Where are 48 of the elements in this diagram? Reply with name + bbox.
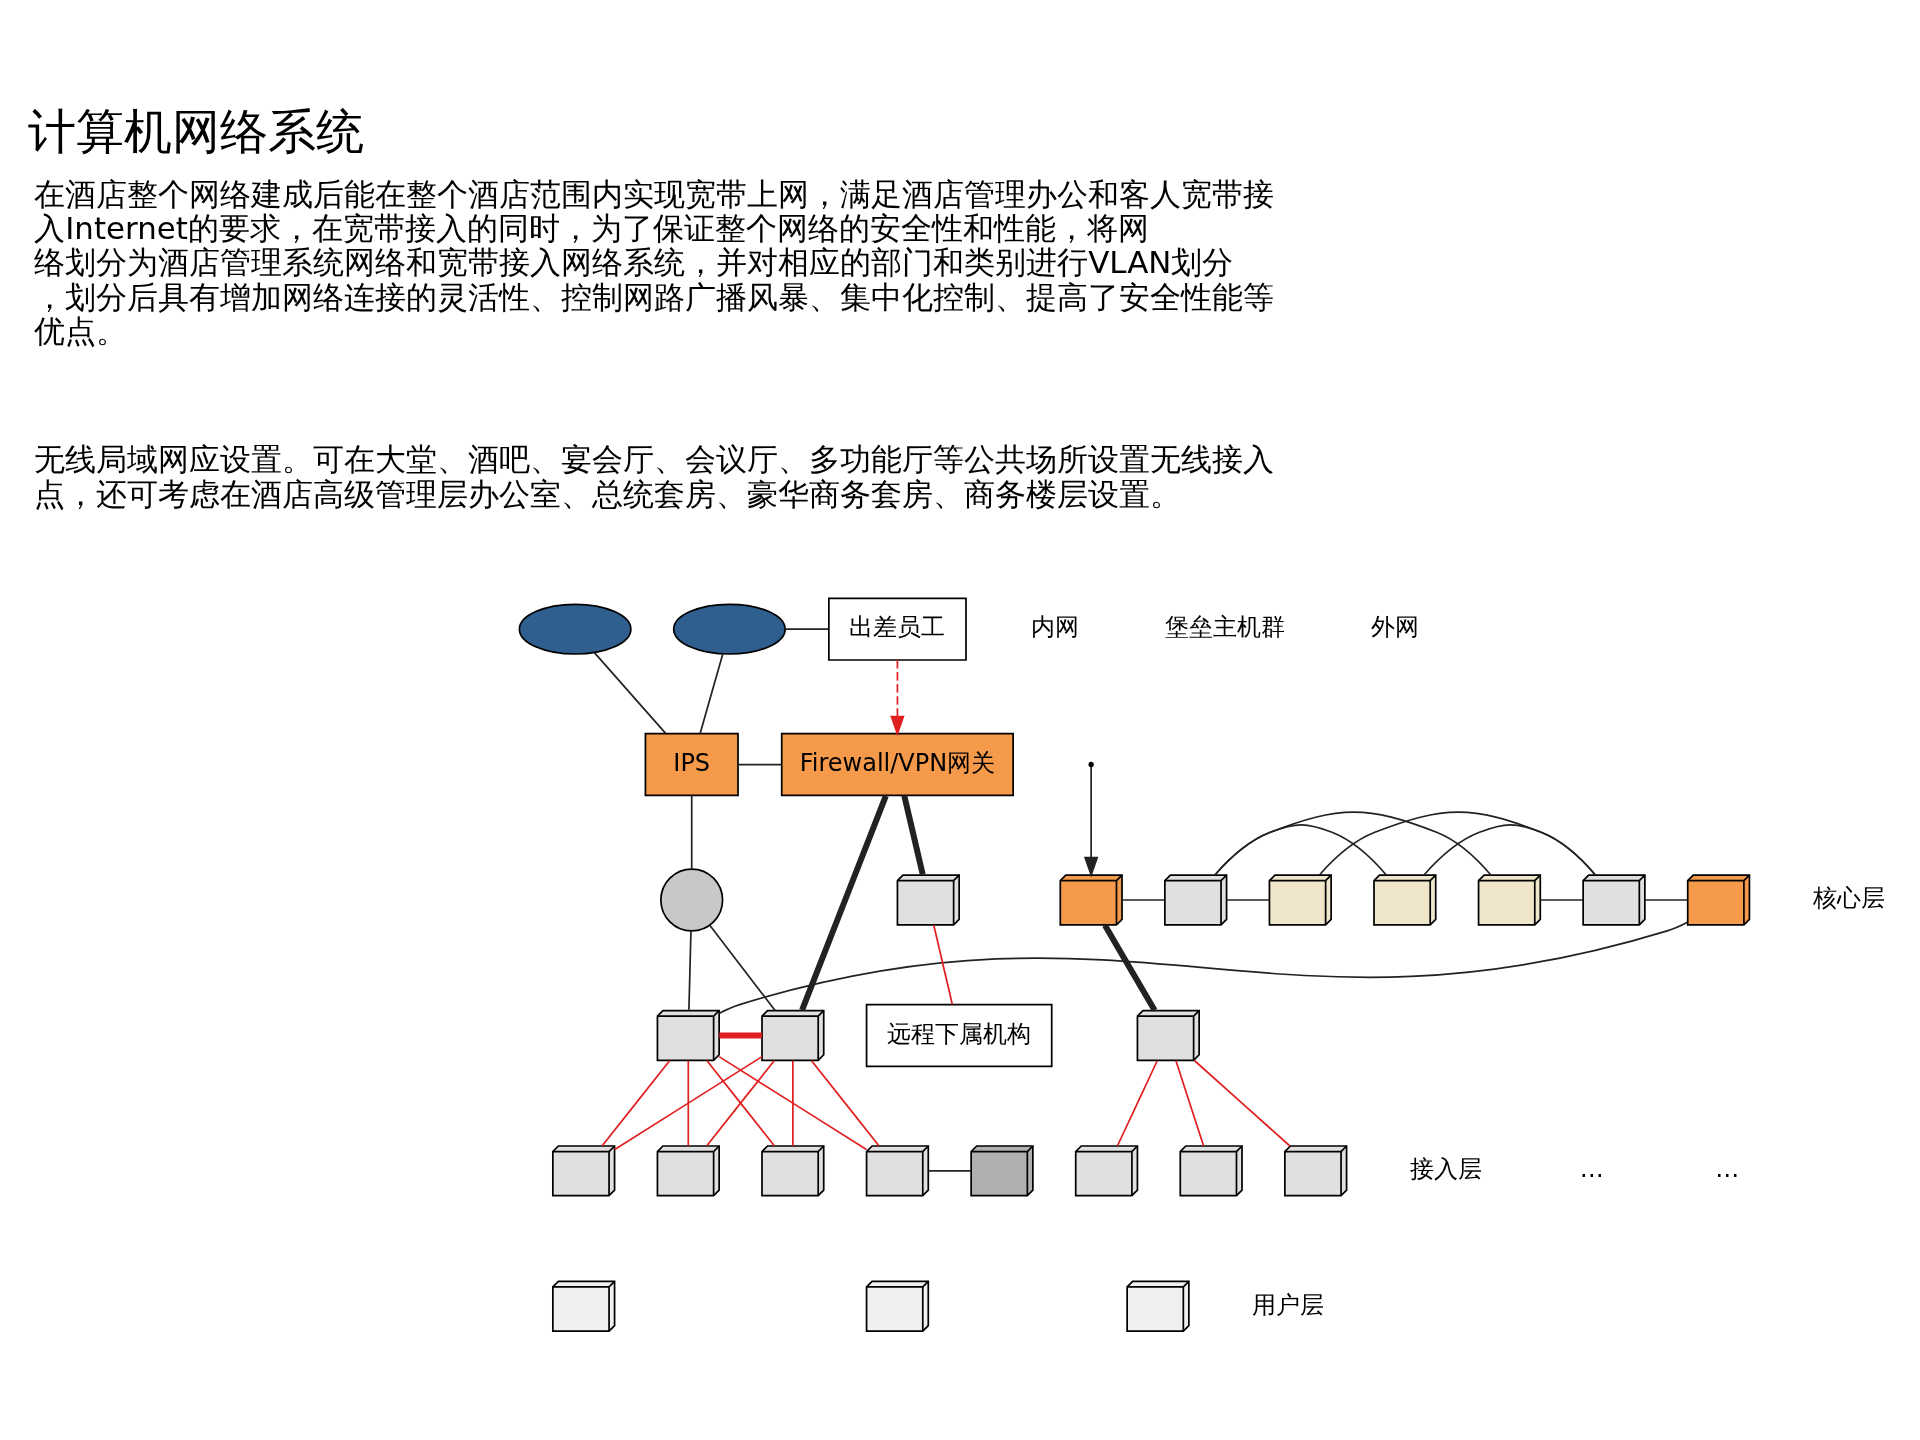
label: 接入层: [1410, 1155, 1482, 1184]
connector: [1539, 899, 1584, 901]
connector: [1214, 823, 1388, 876]
connector: [927, 1170, 972, 1172]
connector: [1193, 1059, 1291, 1147]
label: 外网: [1370, 613, 1419, 642]
connector: [719, 1032, 762, 1039]
label: …: [1715, 1155, 1740, 1184]
connector: [1214, 811, 1492, 876]
connector: [1102, 923, 1158, 1012]
node-cloud: [518, 603, 632, 655]
connector: [1225, 899, 1271, 901]
label: 用户层: [1252, 1290, 1325, 1319]
connector: [1175, 1059, 1205, 1147]
label: 无线局域网应设置。可在大堂、酒吧、宴会厅、会议厅、多功能厅等公共场所设置无线接入点，还可考虑在酒店高级管理层办公室、总统套房、豪华商务套房、商务楼层设置。: [34, 441, 1275, 512]
node-box: Firewall/VPN网关: [780, 732, 1014, 797]
connector: [901, 794, 926, 876]
label: 堡垒主机群: [1164, 613, 1285, 642]
diagram-title: 计算机网络系统: [28, 103, 365, 160]
connector: [799, 794, 889, 1012]
connector: [810, 1059, 880, 1147]
label: 在酒店整个网络建成后能在整个酒店范围内实现宽带上网，满足酒店管理办公和客人宽带接入Internet的要求，在宽带接入的同时，为了保证整个网络的安全性和性能，将网络划分为酒店管理系统网络和宽带接入网络系统，并对相应的部门和类别进行VLAN划分，划分后具有增加网络连接的灵活性、控制网路广播风暴、集中化控制、提高了安全性能等优点。: [34, 175, 1275, 349]
label: …: [1579, 1155, 1604, 1184]
arrow: [1083, 765, 1099, 878]
connector: [1644, 899, 1689, 901]
connector: [593, 651, 667, 735]
connector: [1318, 811, 1597, 876]
connector: [792, 1059, 794, 1147]
connector: [613, 1055, 763, 1151]
node-circle: [660, 868, 724, 932]
connector: [737, 763, 783, 766]
label: 核心层: [1812, 884, 1885, 913]
connector: [708, 924, 776, 1012]
connector: [1121, 899, 1166, 901]
connector: [1116, 1059, 1159, 1147]
node-box: 远程下属机构: [865, 1003, 1053, 1068]
connector: [690, 794, 693, 870]
connector: [784, 628, 830, 630]
arrow: [890, 659, 905, 737]
connector: [699, 653, 724, 735]
connector: [688, 930, 692, 1011]
label: 内网: [1031, 613, 1080, 642]
node-cloud: [672, 603, 786, 655]
node-box: 出差员工: [828, 597, 967, 661]
node-box: IPS: [644, 732, 739, 797]
connector: [601, 1059, 671, 1147]
connector: [687, 1059, 690, 1147]
connector: [932, 924, 954, 1006]
